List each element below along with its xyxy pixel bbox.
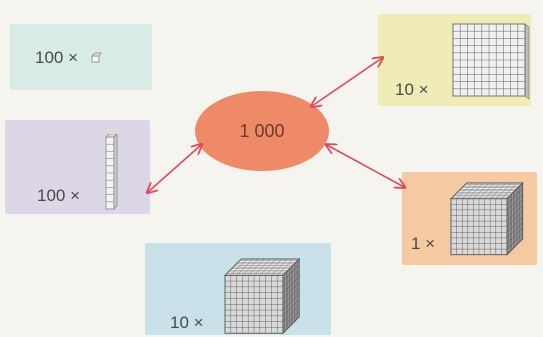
card-10-cubes: 10 × [145,243,331,335]
center-label: 1 000 [239,120,285,141]
card-label: 100 × [37,186,81,205]
card-100-rods: 100 × [5,120,150,214]
arrow-to-flats [312,58,382,106]
card-label: 10 × [170,313,204,332]
ten-rod-icon [105,134,118,210]
thousand-cube-icon [223,257,301,335]
hundred-flat-icon [452,23,530,100]
card-1-cube: 1 × [402,172,537,265]
card-label: 100 × [35,48,79,67]
center-value: 1 000 [195,91,329,171]
card-label: 1 × [411,234,436,253]
arrow-to-cube [327,145,404,187]
card-100-units: 100 × [10,24,152,90]
unit-cube-icon [90,52,102,63]
thousand-cube-icon [449,181,524,256]
arrow-to-rods [148,145,201,192]
card-10-flats: 10 × [378,14,531,106]
card-label: 10 × [395,80,429,99]
